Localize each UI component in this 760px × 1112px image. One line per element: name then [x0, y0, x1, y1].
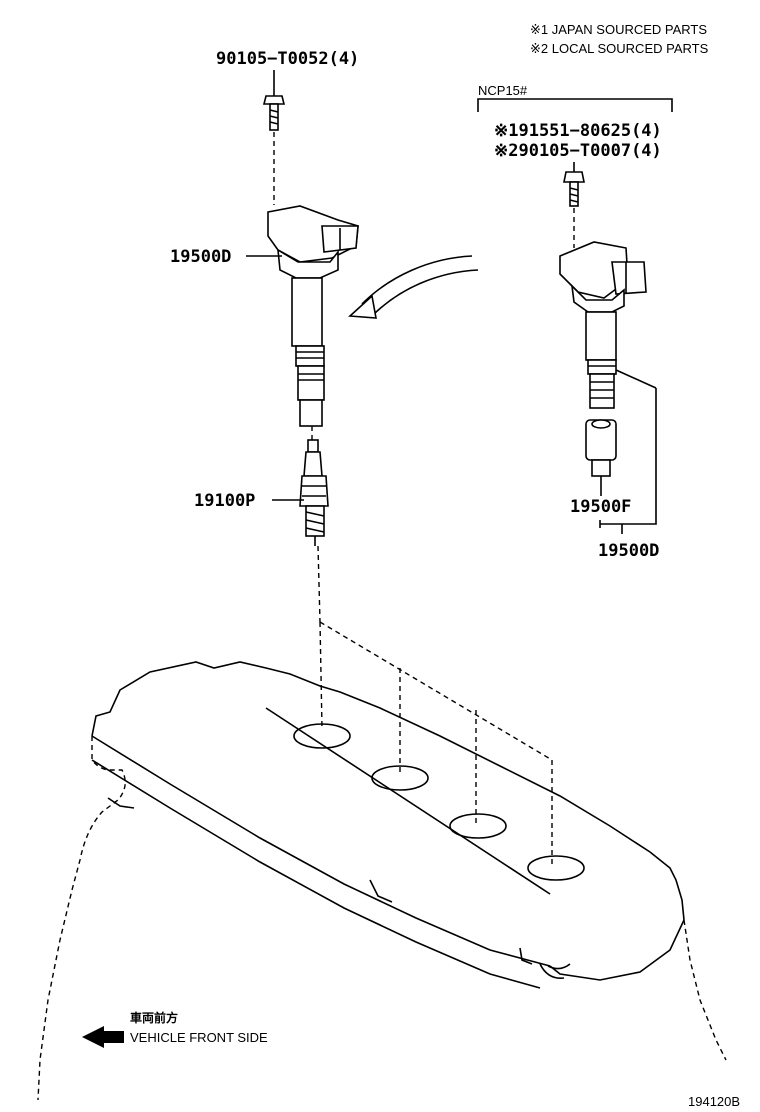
spark-plug-icon — [299, 439, 329, 546]
label-part-japan[interactable]: ※191551−80625(4) — [494, 121, 662, 141]
cylinder-head-icon — [37, 661, 727, 1101]
note-japan-sourced: ※1 JAPAN SOURCED PARTS — [530, 22, 707, 37]
plug-hole-3 — [449, 813, 507, 839]
ignition-coil-icon — [267, 205, 359, 427]
plug-hole-2 — [371, 765, 429, 791]
model-bracket — [477, 98, 673, 112]
arrow-left-icon — [82, 1026, 124, 1048]
direction-label-jp: 車両前方 — [130, 1010, 178, 1025]
label-coil-assy[interactable]: 19500D — [598, 541, 659, 561]
note-local-sourced: ※2 LOCAL SOURCED PARTS — [530, 41, 709, 56]
label-spark-plug[interactable]: 19100P — [194, 491, 255, 511]
label-coil-main[interactable]: 19500D — [170, 247, 231, 267]
coil-boot-icon — [585, 419, 617, 477]
model-label: NCP15# — [478, 83, 528, 98]
plug-hole-4 — [527, 855, 585, 881]
variant-coil-icon — [559, 241, 647, 409]
direction-label-en: VEHICLE FRONT SIDE — [130, 1030, 268, 1045]
label-part-local[interactable]: ※290105−T0007(4) — [494, 141, 662, 161]
variant-bolt-icon — [563, 171, 585, 207]
label-bolt-main[interactable]: 90105−T0052(4) — [216, 49, 359, 69]
bolt-icon — [262, 95, 286, 131]
reference-arrow-icon — [348, 255, 479, 319]
figure-id: 194120B — [688, 1094, 740, 1109]
label-boot[interactable]: 19500F — [570, 497, 631, 517]
plug-hole-1 — [293, 723, 351, 749]
